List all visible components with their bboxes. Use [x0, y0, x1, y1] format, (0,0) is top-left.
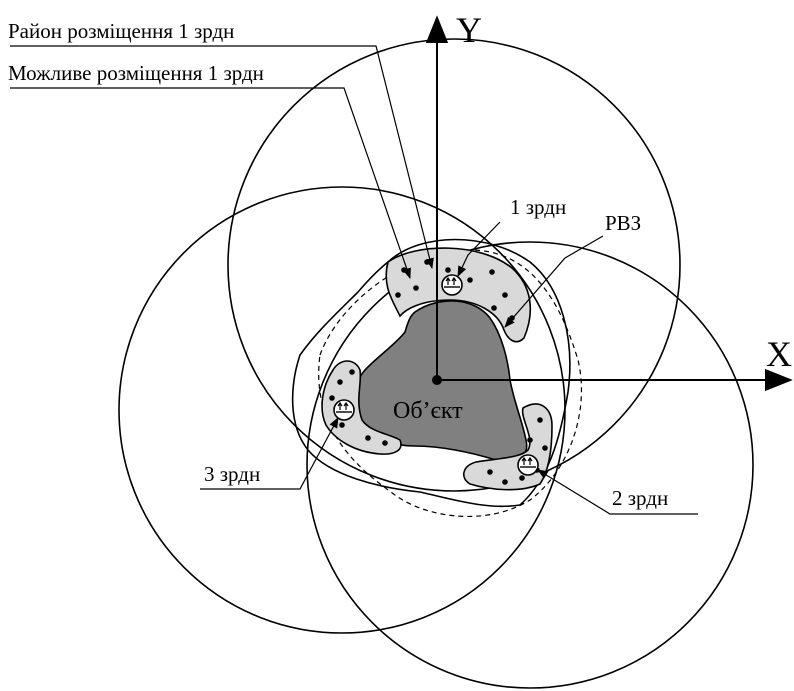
label-unit-3: 3 зрдн [204, 462, 260, 486]
label-unit-1: 1 зрдн [510, 195, 566, 219]
radar-unit-icon [441, 274, 463, 296]
radar-unit-icon [517, 454, 539, 476]
label-axis-x: X [766, 334, 792, 374]
label-axis-y: Y [456, 10, 482, 50]
label-district-1: Район розміщення 1 зрдн [8, 19, 234, 43]
zone-circle-1 [227, 38, 681, 492]
unit-3-zone [321, 360, 402, 455]
radar-unit-icon [333, 399, 355, 421]
zone-circle-2 [306, 241, 754, 689]
label-unit-2: 2 зрдн [612, 486, 668, 510]
label-possible-1: Можливе розміщення 1 зрдн [8, 61, 264, 85]
label-rvz: РВЗ [605, 211, 641, 235]
origin-point [432, 375, 442, 385]
leader-lines [10, 45, 698, 515]
placement-boundary [291, 238, 571, 508]
label-object: Об’єкт [393, 398, 463, 424]
